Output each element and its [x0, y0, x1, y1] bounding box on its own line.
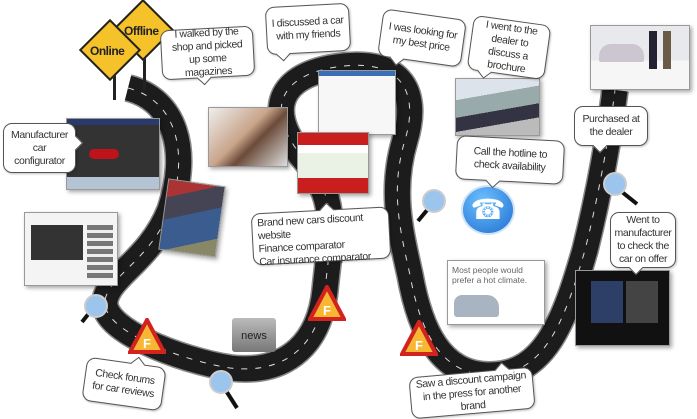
discount-website-screenshot [297, 132, 369, 194]
bubble-text: Check forums for car reviews [91, 366, 156, 401]
video-site-screenshot [24, 212, 118, 286]
warning-sign-icon: F [128, 318, 166, 354]
manufacturer-offer-screenshot [575, 270, 670, 346]
bubble-text: I walked by the shop and picked up some … [171, 25, 243, 80]
magnifier-icon [416, 189, 446, 223]
configurator-screenshot [66, 118, 160, 190]
svg-text:F: F [415, 338, 423, 353]
bubble-text: Purchased at the dealer [582, 113, 640, 138]
magnifier-icon [209, 370, 239, 410]
price-comparison-screenshot [318, 70, 396, 135]
magnifier-icon [603, 172, 639, 206]
magnifier-icon [80, 294, 108, 324]
showroom-photo [590, 25, 690, 90]
bubble-brochure: I went to the dealer to discuss a brochu… [466, 14, 552, 81]
phone-icon: ☎ [461, 185, 515, 235]
offline-sign-label: Offline [124, 24, 159, 38]
warning-sign-icon: F [400, 320, 438, 356]
bubble-hotline: Call the hotline to check availability [454, 135, 566, 189]
magazines-photo [158, 178, 226, 258]
news-folder-label: news [241, 330, 267, 342]
bubble-manufacturer-offer: Went to manufacturer to check the car on… [610, 212, 676, 276]
bubble-text: Manufacturer car configurator [10, 128, 69, 167]
bubble-best-price: I was looking for my best price [377, 8, 467, 68]
bubble-configurator: Manufacturer car configurator [3, 123, 84, 173]
friends-photo [208, 107, 288, 167]
bubble-text: Went to manufacturer to check the car on… [614, 214, 672, 265]
bubble-text: Brand new cars discount website [256, 211, 364, 243]
bubble-text: I discussed a car with my friends [271, 14, 344, 43]
press-ad: Most people would prefer a hot climate. [447, 260, 545, 325]
bubble-friends: I discussed a car with my friends [264, 2, 352, 62]
news-folder-icon: news [232, 318, 276, 352]
svg-text:F: F [143, 336, 151, 351]
bubble-magazines: I walked by the shop and picked up some … [159, 25, 256, 86]
online-sign-label: Online [90, 44, 125, 58]
bubble-text: Call the hotline to check availability [473, 145, 548, 174]
svg-text:F: F [323, 303, 331, 318]
bubble-comparators: Brand new cars discount website Finance … [250, 202, 392, 268]
warning-sign-icon: F [308, 285, 346, 321]
bubble-text: Saw a discount campaign in the press for… [415, 368, 527, 413]
bubble-purchased: Purchased at the dealer [574, 106, 648, 154]
bubble-text: I was looking for my best price [387, 20, 459, 54]
sign-post [143, 52, 146, 90]
dealer-photo [455, 78, 540, 136]
bubble-text: I went to the dealer to discuss a brochu… [485, 18, 539, 75]
sign-post [113, 70, 116, 100]
ad-headline: Most people would prefer a hot climate. [452, 265, 528, 285]
